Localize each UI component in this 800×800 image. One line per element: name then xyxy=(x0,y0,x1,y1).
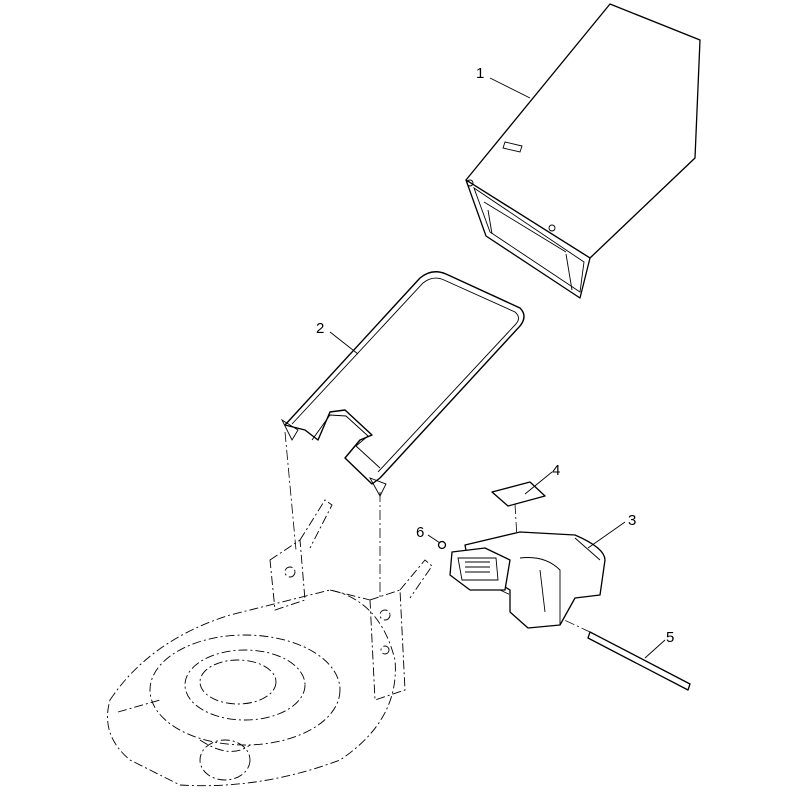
decal-part-4[interactable] xyxy=(491,481,546,507)
fastener-part-6[interactable] xyxy=(437,540,447,550)
rod-part-5[interactable] xyxy=(587,631,691,691)
callout-1: 1 xyxy=(476,65,484,82)
callout-3: 3 xyxy=(628,512,636,529)
callout-5: 5 xyxy=(666,629,674,646)
callout-2: 2 xyxy=(316,320,324,337)
discharge-chute-part-3[interactable] xyxy=(449,531,606,629)
mower-deck-reference xyxy=(107,499,433,787)
callout-4: 4 xyxy=(552,462,560,479)
bag-frame-part-2[interactable] xyxy=(280,271,525,497)
leader-line-5 xyxy=(644,639,666,659)
callout-6: 6 xyxy=(416,524,424,541)
leader-line-1 xyxy=(489,77,531,99)
leader-line-6 xyxy=(427,534,441,544)
leader-line-2 xyxy=(329,331,359,355)
alignment-line-frame-left xyxy=(284,431,297,551)
leader-line-4 xyxy=(524,471,553,495)
grass-bag-part-1[interactable] xyxy=(465,3,701,299)
leader-line-3 xyxy=(587,521,626,549)
